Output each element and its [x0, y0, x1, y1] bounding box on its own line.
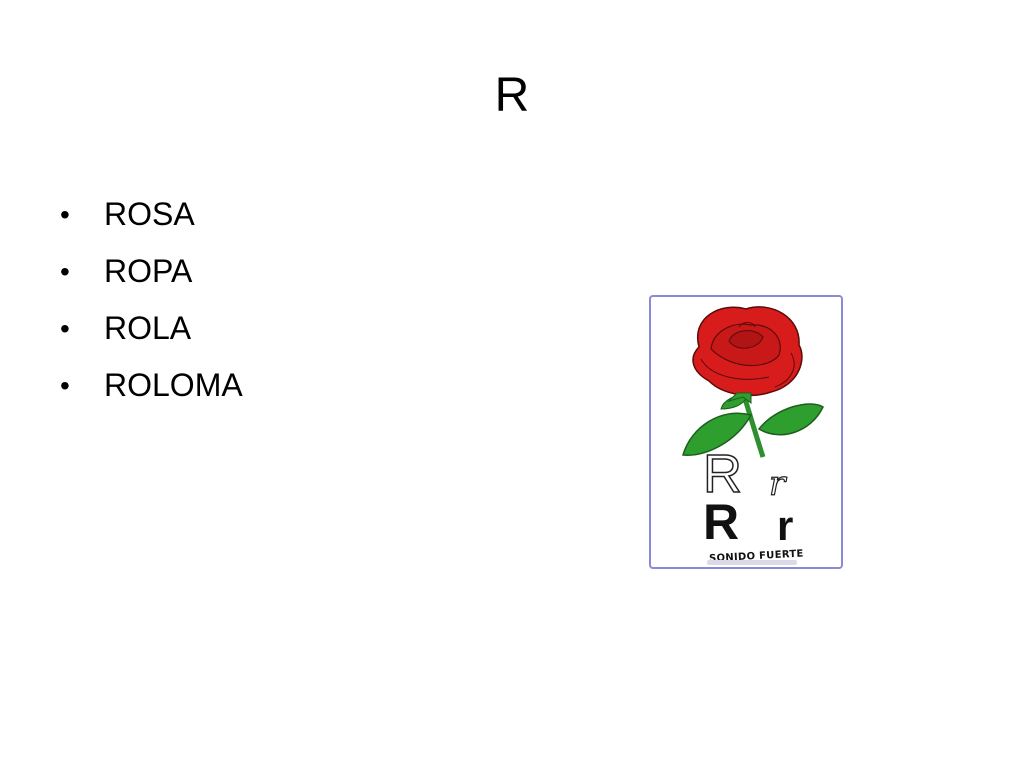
card-footer-bar	[707, 560, 797, 565]
bullet-icon: •	[60, 312, 70, 344]
slide-title: R	[494, 69, 530, 122]
letter-upper-bold: R	[703, 494, 740, 550]
list-item: • ROSA	[56, 186, 243, 243]
bullet-list: • ROSA • ROPA • ROLA • ROLOMA	[56, 186, 243, 414]
list-item-label: ROLOMA	[104, 367, 243, 403]
list-item: • ROLA	[56, 300, 243, 357]
list-item: • ROLOMA	[56, 357, 243, 414]
list-item-label: ROPA	[104, 253, 193, 289]
rose-icon	[682, 306, 824, 458]
list-item-label: ROSA	[104, 196, 195, 232]
list-item-label: ROLA	[104, 310, 192, 346]
list-item: • ROPA	[56, 243, 243, 300]
rose-image-card: R r R r SONIDO FUERTE	[649, 295, 843, 569]
bullet-icon: •	[60, 198, 70, 230]
letter-upper-outline: R	[702, 444, 743, 504]
bullet-icon: •	[60, 255, 70, 287]
bullet-icon: •	[60, 369, 70, 401]
letter-lower-bold: r	[777, 502, 794, 549]
letter-lower-cursive: r	[768, 464, 786, 504]
